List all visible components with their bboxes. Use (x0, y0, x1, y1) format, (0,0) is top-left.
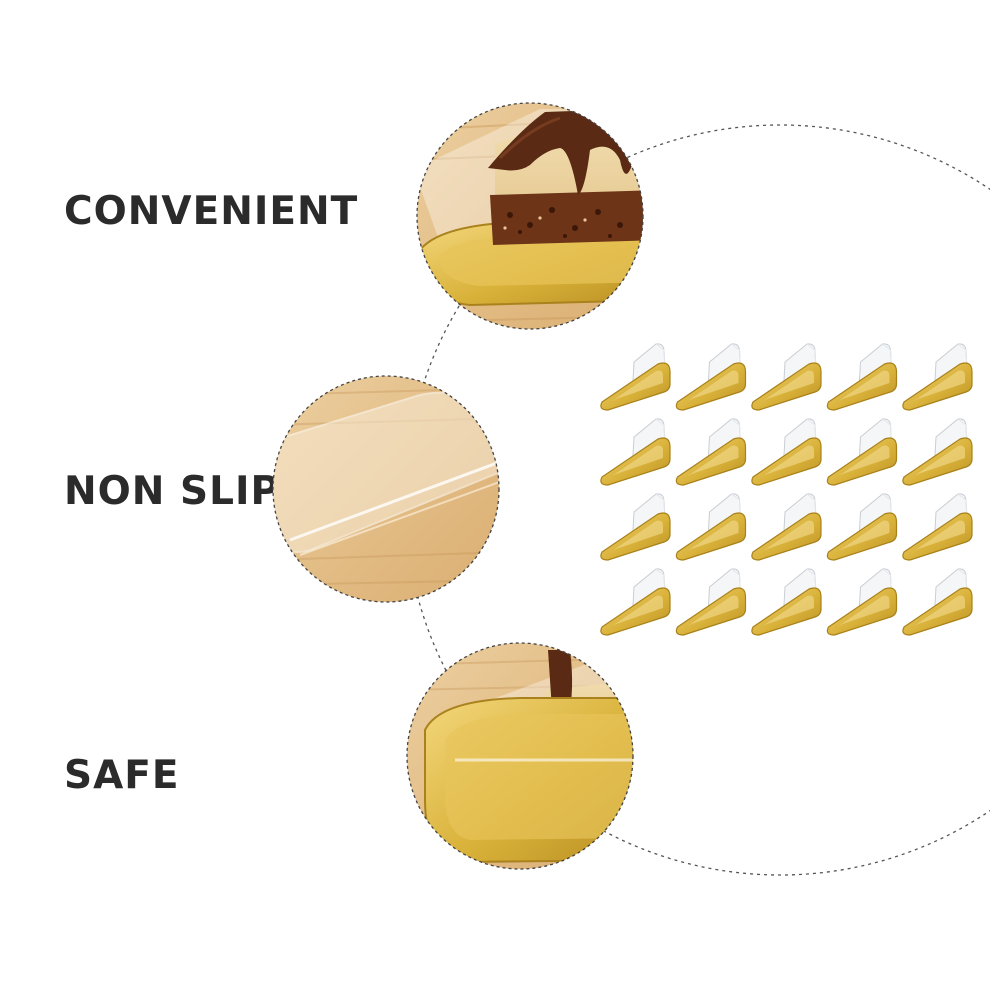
cake-container-item (675, 493, 747, 561)
cake-slice-closeup-photo (416, 102, 644, 330)
cake-container-item (600, 418, 671, 486)
cake-container-item (826, 343, 898, 411)
cake-container-item (902, 418, 973, 486)
cake-container-item (826, 568, 898, 636)
cake-container-item (902, 493, 973, 561)
gold-base-edge-photo (406, 642, 634, 870)
cake-container-item (675, 568, 747, 636)
cake-container-item (600, 493, 671, 561)
cake-container-item (751, 418, 822, 486)
cake-container-item (751, 568, 822, 636)
product-grid (600, 343, 973, 636)
feature-label-safe: SAFE (64, 753, 180, 798)
cake-container-item (675, 343, 747, 411)
feature-label-non-slip: NON SLIP (64, 469, 281, 514)
cake-container-item (751, 493, 822, 561)
cake-container-item (902, 568, 973, 636)
clear-lid-on-wood-photo (272, 375, 500, 603)
cake-container-item (826, 493, 898, 561)
cake-container-item (600, 568, 671, 636)
cake-container-item (826, 418, 898, 486)
cake-container-item (751, 343, 822, 411)
cake-container-item (902, 343, 973, 411)
feature-label-convenient: CONVENIENT (64, 189, 359, 234)
cake-container-item (600, 343, 671, 411)
cake-container-item (675, 418, 747, 486)
